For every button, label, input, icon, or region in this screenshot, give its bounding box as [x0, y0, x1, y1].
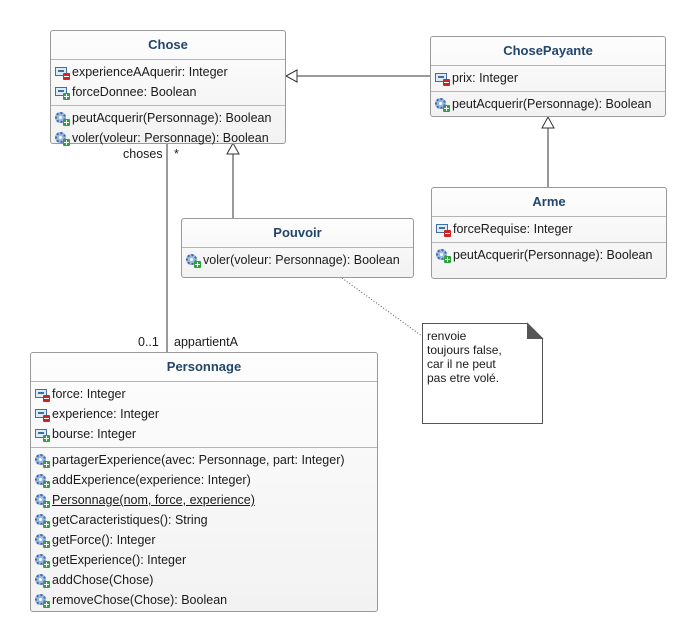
constructor-text: Personnage(nom, force, experience) [52, 493, 255, 507]
private-attribute-icon [35, 408, 50, 422]
operation-row[interactable]: partagerExperience(avec: Personnage, par… [31, 450, 377, 470]
operation-gear-icon [35, 574, 50, 588]
class-arme-attributes: forceRequise: Integer [432, 216, 666, 242]
class-chose-name: Chose [148, 37, 188, 52]
attribute-row[interactable]: forceDonnee: Boolean [51, 82, 285, 102]
class-pouvoir-operations: voler(voleur: Personnage): Boolean [182, 247, 413, 273]
private-attribute-icon [55, 66, 70, 80]
generalization-arrow-head [226, 141, 240, 155]
association-multiplicity-personnage: 0..1 [138, 335, 159, 349]
class-chosepayante[interactable]: ChosePayante prix: Integer peutAcquerir(… [430, 36, 666, 117]
class-pouvoir[interactable]: Pouvoir voler(voleur: Personnage): Boole… [181, 218, 414, 278]
generalization-arrow-head [541, 115, 555, 129]
operation-gear-icon [35, 514, 50, 528]
class-personnage-attributes: force: Integer experience: Integer bours… [31, 381, 377, 447]
operation-gear-icon [35, 454, 50, 468]
class-personnage-name: Personnage [166, 359, 242, 374]
operation-text: voler(voleur: Personnage): Boolean [203, 253, 400, 267]
operation-row[interactable]: getForce(): Integer [31, 530, 377, 550]
private-attribute-icon [35, 388, 50, 402]
operation-text: getCaracteristiques(): String [52, 513, 208, 527]
operation-text: addChose(Chose) [52, 573, 154, 587]
operation-text: peutAcquerir(Personnage): Boolean [453, 248, 653, 262]
operation-gear-icon [35, 534, 50, 548]
operation-gear-icon [436, 249, 451, 263]
operation-row[interactable]: addChose(Chose) [31, 570, 377, 590]
class-arme-name: Arme [532, 194, 566, 209]
attribute-row[interactable]: experience: Integer [31, 404, 377, 424]
operation-gear-icon [55, 132, 70, 146]
class-chosepayante-operations: peutAcquerir(Personnage): Boolean [431, 91, 665, 117]
operation-text: getForce(): Integer [52, 533, 156, 547]
public-attribute-icon [35, 428, 50, 442]
attribute-row[interactable]: force: Integer [31, 384, 377, 404]
operation-text: removeChose(Chose): Boolean [52, 593, 228, 607]
operation-row[interactable]: peutAcquerir(Personnage): Boolean [431, 94, 665, 114]
operation-gear-icon [35, 494, 50, 508]
operation-text: getExperience(): Integer [52, 553, 187, 567]
comment-note[interactable]: renvoie toujours false, car il ne peut p… [422, 323, 543, 423]
class-chose[interactable]: Chose experienceAAquerir: Integer forceD… [50, 30, 286, 146]
class-chosepayante-attributes: prix: Integer [431, 65, 665, 91]
operation-text: partagerExperience(avec: Personnage, par… [52, 453, 345, 467]
operation-row[interactable]: addExperience(experience: Integer) [31, 470, 377, 490]
class-chosepayante-name: ChosePayante [503, 43, 593, 58]
operation-row[interactable]: peutAcquerir(Personnage): Boolean [432, 245, 666, 265]
operation-row[interactable]: removeChose(Chose): Boolean [31, 590, 377, 610]
attribute-text: forceRequise: Integer [453, 222, 573, 236]
public-attribute-icon [55, 86, 70, 100]
operation-gear-icon [435, 98, 450, 112]
private-attribute-icon [435, 72, 450, 86]
operation-gear-icon [35, 594, 50, 608]
generalization-arrow-head [284, 69, 298, 83]
attribute-text: force: Integer [52, 387, 126, 401]
attribute-row[interactable]: bourse: Integer [31, 424, 377, 444]
note-shape [422, 323, 543, 424]
note-text: renvoie toujours false, car il ne peut p… [427, 329, 502, 385]
class-pouvoir-name: Pouvoir [273, 225, 322, 240]
attribute-text: experienceAAquerir: Integer [72, 65, 228, 79]
class-personnage-operations: partagerExperience(avec: Personnage, par… [31, 447, 377, 613]
note-fold [527, 322, 544, 339]
operation-row[interactable]: getExperience(): Integer [31, 550, 377, 570]
operation-text: voler(voleur: Personnage): Boolean [72, 131, 269, 145]
operation-row[interactable]: voler(voleur: Personnage): Boolean [51, 128, 285, 148]
private-attribute-icon [436, 223, 451, 237]
association-multiplicity-chose: * [174, 147, 179, 161]
operation-row[interactable]: voler(voleur: Personnage): Boolean [182, 250, 413, 270]
attribute-text: prix: Integer [452, 71, 519, 85]
operation-gear-icon [35, 474, 50, 488]
operation-gear-icon [35, 554, 50, 568]
class-personnage[interactable]: Personnage force: Integer experience: In… [30, 352, 378, 612]
operation-text: addExperience(experience: Integer) [52, 473, 251, 487]
operation-row[interactable]: getCaracteristiques(): String [31, 510, 377, 530]
attribute-text: experience: Integer [52, 407, 160, 421]
note-anchor-line [341, 277, 423, 337]
class-arme-operations: peutAcquerir(Personnage): Boolean [432, 242, 666, 268]
class-arme[interactable]: Arme forceRequise: Integer peutAcquerir(… [431, 187, 667, 279]
operation-text: peutAcquerir(Personnage): Boolean [72, 111, 272, 125]
operation-gear-icon [186, 254, 201, 268]
attribute-row[interactable]: experienceAAquerir: Integer [51, 62, 285, 82]
association-role-choses: choses [123, 147, 163, 161]
operation-gear-icon [55, 112, 70, 126]
association-role-appartienta: appartientA [174, 335, 238, 349]
attribute-text: forceDonnee: Boolean [72, 85, 197, 99]
attribute-row[interactable]: prix: Integer [431, 68, 665, 88]
operation-row[interactable]: Personnage(nom, force, experience) [31, 490, 377, 510]
operation-row[interactable]: peutAcquerir(Personnage): Boolean [51, 108, 285, 128]
class-chose-operations: peutAcquerir(Personnage): Boolean voler(… [51, 105, 285, 151]
operation-text: peutAcquerir(Personnage): Boolean [452, 97, 652, 111]
attribute-row[interactable]: forceRequise: Integer [432, 219, 666, 239]
attribute-text: bourse: Integer [52, 427, 137, 441]
class-chose-attributes: experienceAAquerir: Integer forceDonnee:… [51, 59, 285, 105]
